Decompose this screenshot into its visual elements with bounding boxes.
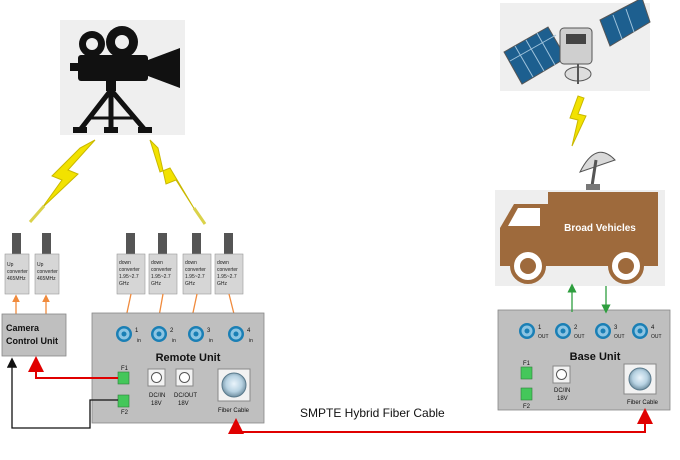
remote-port-3-num: 3: [207, 328, 211, 334]
down-converter-2-line2: converter: [151, 267, 172, 273]
base-f1-port[interactable]: [520, 366, 533, 380]
camera-control-unit: [1, 313, 67, 357]
base-port-3[interactable]: [595, 323, 611, 339]
down-converter-3-line3: 1.95~2.7: [185, 274, 205, 280]
base-fiber-label: Fiber Cable: [627, 400, 659, 406]
down-converter-1-line4: GHz: [119, 281, 130, 287]
up-converter-2-line1: Up: [37, 262, 44, 268]
down-converter-2-line4: GHz: [151, 281, 162, 287]
base-port-1-dir: OUT: [538, 334, 549, 340]
remote-f2-port[interactable]: [117, 394, 130, 408]
base-port-2-num: 2: [574, 325, 578, 331]
down-converter-4-line3: 1.95~2.7: [217, 274, 237, 280]
base-fiber-port[interactable]: [623, 363, 657, 395]
down-converter-1-line2: converter: [119, 267, 140, 273]
up-converter-1-line2: converter: [7, 269, 28, 275]
wireless-signal-satellite-icon: [569, 95, 587, 147]
remote-unit-title: Remote Unit: [156, 352, 221, 364]
satellite-dish-icon: [579, 151, 616, 192]
up-converter-2-line3: 465MHz: [37, 276, 56, 282]
remote-dc-out-line1: DC/OUT: [174, 393, 197, 399]
base-port-2-dir: OUT: [574, 334, 585, 340]
remote-dc-in-port[interactable]: [147, 368, 166, 387]
base-port-2[interactable]: [555, 323, 571, 339]
down-converter-4-line1: down: [217, 260, 229, 266]
cable-label: SMPTE Hybrid Fiber Cable: [300, 406, 445, 420]
remote-port-4-dir: in: [249, 338, 253, 344]
up-converter-1-line1: Up: [7, 262, 14, 268]
remote-port-2-num: 2: [170, 328, 174, 334]
down-converter-2-line1: down: [151, 260, 163, 266]
base-port-4-num: 4: [651, 325, 655, 331]
base-f1-label: F1: [523, 361, 531, 367]
down-converter-4: down converter 1.95~2.7 GHz: [214, 233, 244, 295]
down-converter-2-line3: 1.95~2.7: [151, 274, 171, 280]
ccu-label-line1: Camera: [6, 323, 40, 333]
f1-to-ccu-link: [28, 356, 118, 379]
up-converter-1: Up converter 465MHz: [4, 233, 30, 295]
movie-camera-icon: [60, 20, 185, 135]
base-dc-in-port[interactable]: [552, 365, 571, 384]
down-converter-1-line1: down: [119, 260, 131, 266]
base-dc-in-line2: 18V: [557, 396, 568, 402]
base-port-3-num: 3: [614, 325, 618, 331]
wireless-signal-right-icon: [149, 139, 207, 225]
down-converter-1: down converter 1.95~2.7 GHz: [116, 233, 146, 295]
remote-f1-port[interactable]: [117, 371, 130, 385]
wireless-signal-left-icon: [28, 139, 96, 223]
remote-dc-in-line1: DC/IN: [149, 393, 165, 399]
remote-fiber-label: Fiber Cable: [218, 408, 250, 414]
remote-f1-label: F1: [121, 366, 129, 372]
broadcast-truck-icon: [495, 190, 665, 286]
down-converter-3-line4: GHz: [185, 281, 196, 287]
base-port-1-num: 1: [538, 325, 542, 331]
base-f2-label: F2: [523, 404, 531, 410]
base-port-1[interactable]: [519, 323, 535, 339]
base-f2-port[interactable]: [520, 387, 533, 401]
remote-dc-in-line2: 18V: [151, 401, 162, 407]
remote-port-3-dir: in: [209, 338, 213, 344]
remote-fiber-port[interactable]: [217, 368, 251, 402]
down-converter-3-line2: converter: [185, 267, 206, 273]
up-converter-2: Up converter 465MHz: [34, 233, 60, 295]
remote-port-1-num: 1: [135, 328, 139, 334]
ccu-label-line2: Control Unit: [6, 336, 58, 346]
f2-to-ccu-link: [6, 357, 118, 429]
remote-port-1-dir: in: [137, 338, 141, 344]
base-unit-title: Base Unit: [570, 351, 621, 363]
remote-port-2-dir: in: [172, 338, 176, 344]
down-converter-3: down converter 1.95~2.7 GHz: [182, 233, 212, 295]
down-converter-4-line2: converter: [217, 267, 238, 273]
remote-port-2[interactable]: [151, 326, 167, 342]
base-port-4-dir: OUT: [651, 334, 662, 340]
up-converter-1-line3: 465MHz: [7, 276, 26, 282]
base-port-4[interactable]: [632, 323, 648, 339]
down-converter-1-line3: 1.95~2.7: [119, 274, 139, 280]
base-port-3-dir: OUT: [614, 334, 625, 340]
remote-port-3[interactable]: [188, 326, 204, 342]
remote-f2-label: F2: [121, 410, 129, 416]
truck-base-links: [567, 283, 611, 314]
remote-port-4[interactable]: [228, 326, 244, 342]
base-dc-in-line1: DC/IN: [554, 388, 570, 394]
satellite-icon: [500, 0, 651, 91]
remote-dc-out-line2: 18V: [178, 401, 189, 407]
truck-label: Broad Vehicles: [564, 223, 636, 234]
up-converter-2-line2: converter: [37, 269, 58, 275]
down-converter-4-line4: GHz: [217, 281, 228, 287]
remote-port-1[interactable]: [116, 326, 132, 342]
down-converter-3-line1: down: [185, 260, 197, 266]
remote-dc-out-port[interactable]: [175, 368, 194, 387]
down-converter-2: down converter 1.95~2.7 GHz: [148, 233, 178, 295]
remote-port-4-num: 4: [247, 328, 251, 334]
